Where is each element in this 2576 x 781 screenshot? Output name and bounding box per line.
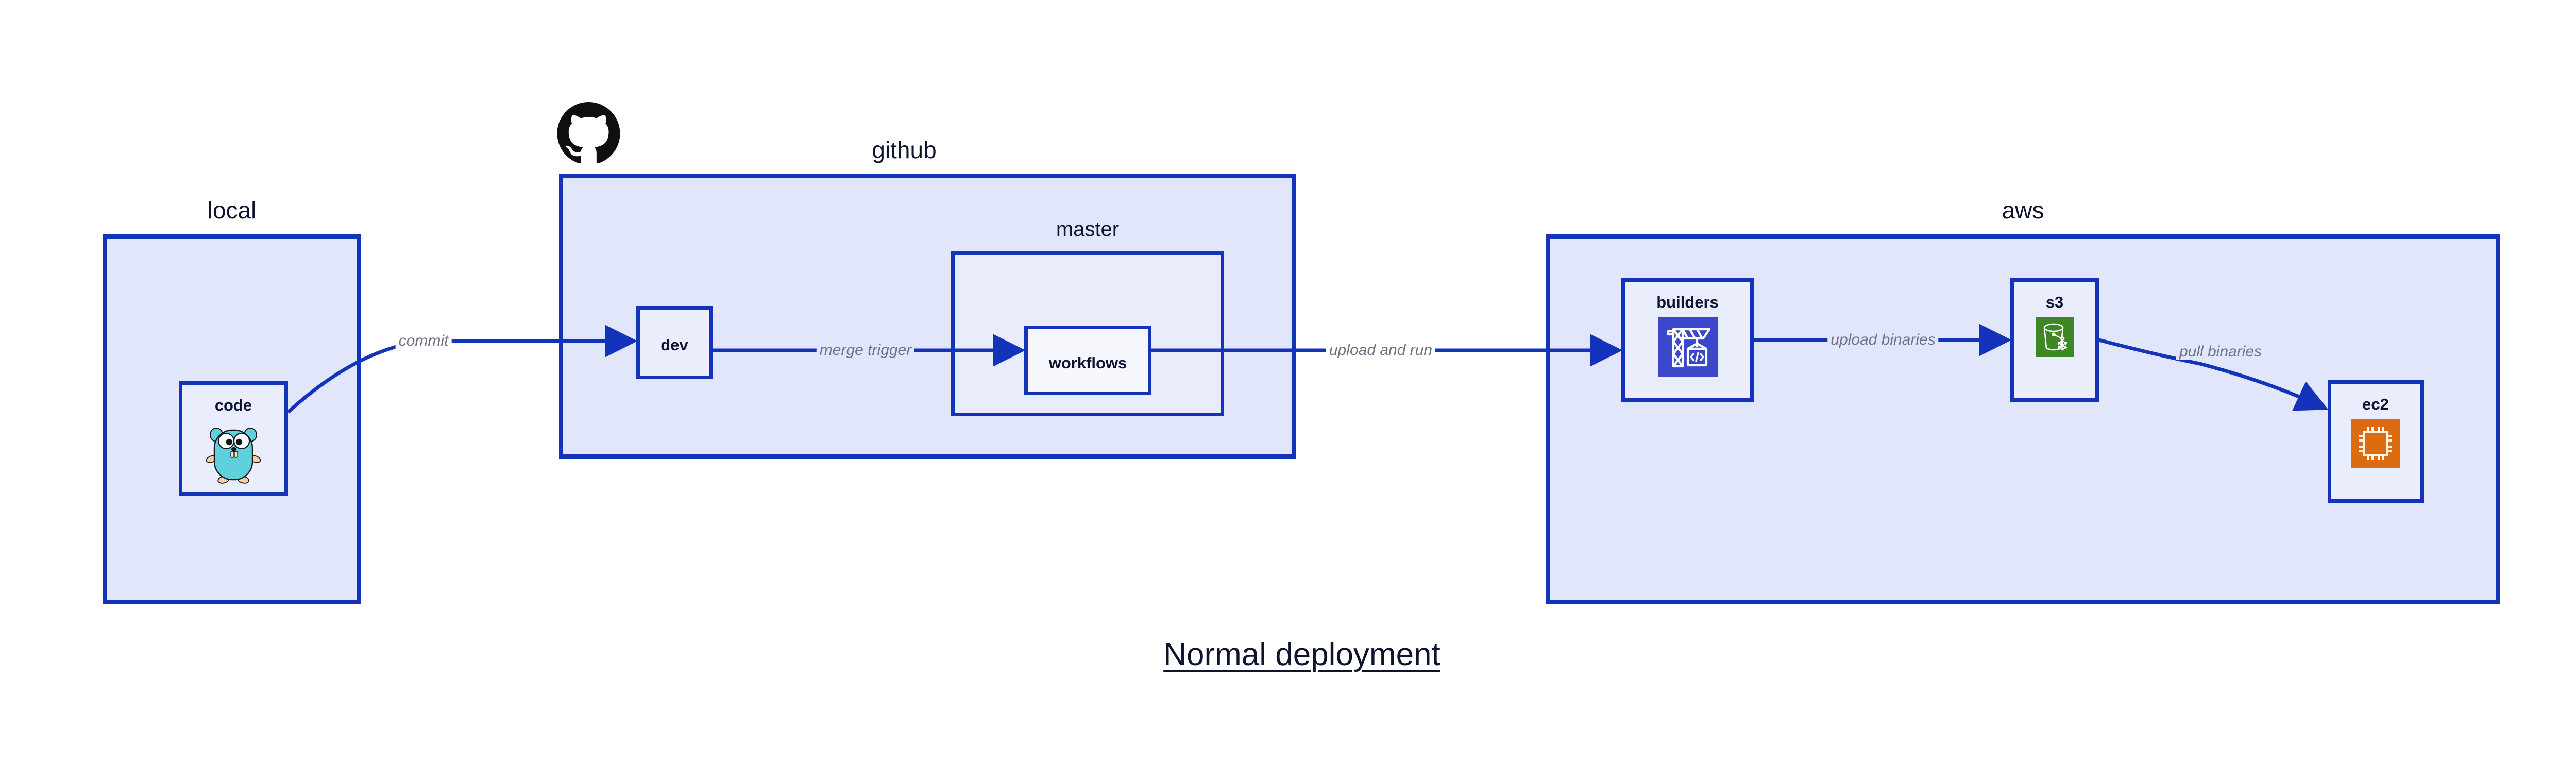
- node-label-code: code: [214, 396, 252, 414]
- github-octocat-icon: [556, 102, 621, 165]
- aws-codebuild-icon: [1657, 317, 1718, 377]
- edge-label-upload-and-run: upload and run: [1326, 343, 1436, 358]
- go-gopher-icon: [205, 422, 262, 484]
- group-label-github: github: [872, 137, 937, 163]
- node-code[interactable]: code: [179, 381, 288, 496]
- edge-label-upload-binaries: upload binaries: [1827, 332, 1939, 348]
- node-label-s3: s3: [2045, 293, 2064, 311]
- edge-label-commit: commit: [395, 333, 452, 349]
- edge-label-merge-trigger: merge trigger: [816, 343, 915, 358]
- node-label-workflows: workflows: [1048, 354, 1127, 372]
- edge-label-pull-binaries: pull binaries: [2176, 344, 2265, 360]
- node-workflows[interactable]: workflows: [1024, 326, 1151, 395]
- node-label-dev: dev: [660, 336, 688, 354]
- node-ec2[interactable]: ec2: [2328, 380, 2424, 503]
- node-dev[interactable]: dev: [636, 306, 713, 379]
- group-label-master: master: [1056, 218, 1120, 241]
- group-label-local: local: [207, 197, 257, 224]
- aws-ec2-icon: [2351, 419, 2400, 468]
- node-builders[interactable]: builders: [1621, 278, 1754, 402]
- node-label-ec2: ec2: [2362, 395, 2389, 413]
- node-label-builders: builders: [1656, 293, 1719, 311]
- group-label-aws: aws: [2002, 197, 2044, 224]
- aws-s3-glacier-icon: [2036, 317, 2074, 357]
- diagram-title: Normal deployment: [1163, 637, 1440, 672]
- node-s3[interactable]: s3: [2010, 278, 2099, 402]
